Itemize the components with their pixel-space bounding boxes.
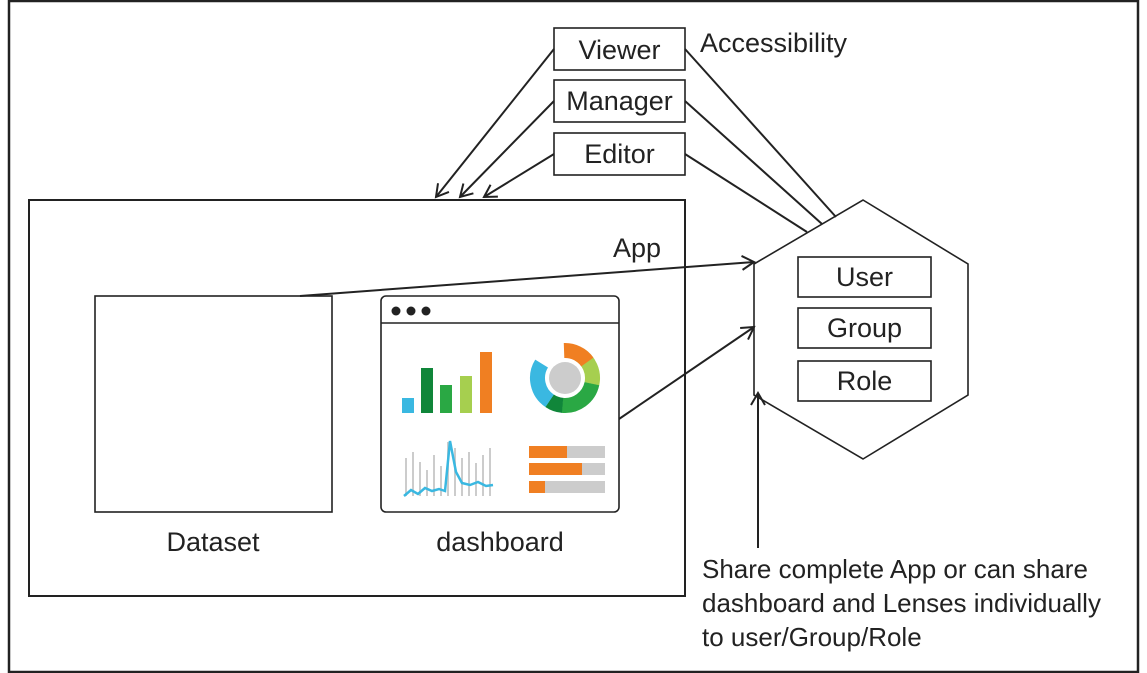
principal-label-user: User (836, 262, 893, 292)
share-note-line-3: to user/Group/Role (702, 622, 922, 652)
role-label-viewer: Viewer (578, 35, 660, 65)
accessibility-label: Accessibility (700, 28, 848, 58)
dashboard-window (380, 295, 620, 513)
principal-label-role: Role (837, 366, 893, 396)
dataset-label: Dataset (166, 527, 260, 557)
bar-chart-icon (402, 352, 492, 413)
manager-hex-line (684, 100, 823, 225)
line-chart-icon (403, 440, 494, 497)
role-label-manager: Manager (566, 86, 673, 116)
editor-hex-line (684, 153, 808, 233)
app-label: App (613, 233, 661, 263)
share-note: Share complete App or can share dashboar… (702, 554, 1101, 652)
dashboard-label: dashboard (436, 527, 564, 557)
dataset-arrow (299, 255, 756, 297)
role-label-editor: Editor (584, 139, 655, 169)
principal-label-group: Group (827, 313, 902, 343)
dashboard-frame (380, 295, 620, 513)
principals-hexagon (753, 199, 969, 460)
principal-box-role (797, 360, 932, 402)
editor-arrow (482, 153, 555, 199)
app-container (28, 199, 686, 597)
principal-list: User Group Role (797, 256, 932, 402)
horizontal-bar-chart-icon (529, 446, 605, 493)
manager-arrow (458, 100, 555, 199)
share-note-line-1: Share complete App or can share (702, 554, 1088, 584)
window-dots-icon (391, 306, 431, 316)
donut-chart-icon (530, 343, 600, 413)
principal-box-group (797, 307, 932, 349)
role-list: Viewer Manager Editor (553, 27, 686, 176)
principal-box-user (797, 256, 932, 298)
dashboard-arrow (618, 325, 756, 420)
viewer-arrow (434, 48, 555, 199)
outer-frame (7, 0, 1140, 673)
viewer-hex-line (684, 48, 837, 218)
dataset-box (94, 295, 333, 513)
share-note-line-2: dashboard and Lenses individually (702, 588, 1101, 618)
